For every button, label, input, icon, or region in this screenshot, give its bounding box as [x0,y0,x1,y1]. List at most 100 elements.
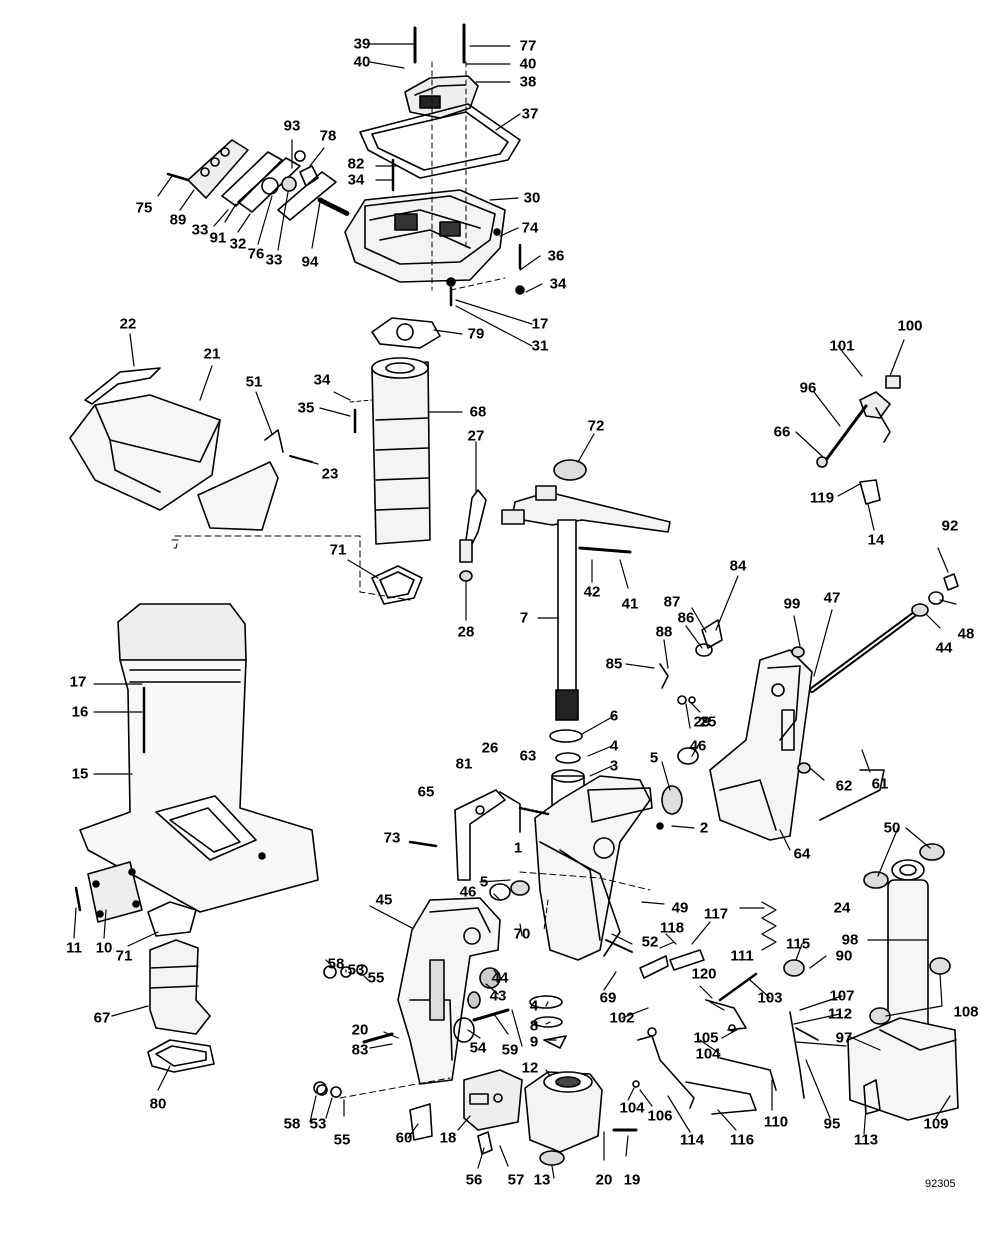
lower-exhaust-parts [74,861,215,1073]
part-callout-95: 95 [823,1115,841,1133]
shift-lever-bracket [408,789,550,881]
part-callout-50: 50 [883,819,901,837]
part-callout-40-1: 40 [353,53,371,71]
part-callout-64: 64 [793,845,811,863]
part-callout-89: 89 [169,211,187,229]
part-callout-85: 85 [605,655,623,673]
tilt-cylinder-group [847,843,959,1121]
part-callout-82: 82 [347,155,365,173]
part-callout-21: 21 [203,345,221,363]
part-callout-5-1: 5 [649,749,659,767]
part-callout-112: 112 [827,1005,853,1023]
part-callout-7: 7 [519,609,529,627]
part-callout-108: 108 [953,1003,979,1021]
part-callout-34-3: 34 [313,371,331,389]
part-callout-104-2: 104 [619,1099,645,1117]
part-callout-57: 57 [507,1171,525,1189]
part-callout-55-2: 55 [333,1131,351,1149]
tilt-release-lever [816,375,901,505]
part-callout-35: 35 [297,399,315,417]
part-callout-60: 60 [395,1129,413,1147]
part-callout-22: 22 [119,315,137,333]
part-callout-103: 103 [757,989,783,1007]
part-callout-39: 39 [353,35,371,53]
drawing-number: 92305 [925,1178,956,1190]
part-callout-44-2: 44 [491,969,509,987]
part-callout-96: 96 [799,379,817,397]
part-callout-37: 37 [521,105,539,123]
part-callout-25: 25 [699,713,717,731]
part-callout-43: 43 [489,987,507,1005]
part-callout-63: 63 [519,747,537,765]
part-callout-81: 81 [455,755,473,773]
part-callout-38: 38 [519,73,537,91]
part-callout-92: 92 [941,517,959,535]
part-callout-53-2: 53 [309,1115,327,1133]
part-callout-66: 66 [773,423,791,441]
part-callout-58-1: 58 [327,955,345,973]
part-callout-4-2: 4 [529,997,539,1015]
tilt-tube-parts [524,995,638,1166]
part-callout-42: 42 [583,583,601,601]
part-callout-6: 6 [609,707,619,725]
part-callout-55-1: 55 [367,969,385,987]
part-callout-10: 10 [95,939,113,957]
part-callout-52: 52 [641,933,659,951]
part-callout-11: 11 [66,939,82,957]
part-callout-69: 69 [599,989,617,1007]
part-callout-23: 23 [321,465,339,483]
part-callout-36: 36 [547,247,565,265]
part-callout-73: 73 [383,829,401,847]
part-callout-59: 59 [501,1041,519,1059]
part-callout-117: 117 [703,905,729,923]
part-callout-15: 15 [71,765,89,783]
part-callout-79: 79 [467,325,485,343]
part-callout-87: 87 [663,593,681,611]
part-callout-98: 98 [841,931,859,949]
part-callout-41: 41 [621,595,639,613]
part-callout-47: 47 [823,589,841,607]
part-callout-20-1: 20 [595,1171,613,1189]
swivel-bracket-group [501,459,683,961]
part-callout-16: 16 [71,703,89,721]
part-callout-31: 31 [531,337,549,355]
part-callout-34-2: 34 [549,275,567,293]
part-callout-71-1: 71 [329,541,347,559]
part-callout-65: 65 [417,783,435,801]
part-callout-105: 105 [693,1029,719,1047]
part-callout-67: 67 [93,1009,111,1027]
part-callout-106: 106 [647,1107,673,1125]
part-callout-102: 102 [609,1009,635,1027]
upper-gasket-and-hose [371,489,487,605]
part-callout-29: 29 [693,713,711,731]
part-callout-24: 24 [833,899,851,917]
part-callout-99: 99 [783,595,801,613]
part-callout-27: 27 [467,427,485,445]
part-callout-91: 91 [209,229,227,247]
part-callout-3: 3 [609,757,619,775]
part-callout-17-1: 17 [531,315,549,333]
part-callout-113: 113 [853,1131,879,1149]
part-callout-46-2: 46 [459,883,477,901]
part-callout-14: 14 [867,531,885,549]
part-callout-49: 49 [671,899,689,917]
part-callout-44-1: 44 [935,639,953,657]
exhaust-tube-group [349,317,441,545]
part-callout-54: 54 [469,1039,487,1057]
part-callout-34-1: 34 [347,171,365,189]
part-callout-32: 32 [229,235,247,253]
part-callout-114: 114 [679,1131,705,1149]
part-callout-88: 88 [655,623,673,641]
part-callout-58-2: 58 [283,1115,301,1133]
part-callout-77: 77 [519,37,537,55]
thrust-block-parts [313,964,523,1155]
part-callout-5-2: 5 [479,873,489,891]
part-callout-4-1: 4 [609,737,619,755]
part-callout-53-1: 53 [347,961,365,979]
part-callout-101: 101 [829,337,855,355]
part-callout-18: 18 [439,1129,457,1147]
part-callout-90: 90 [835,947,853,965]
part-callout-30: 30 [523,189,541,207]
